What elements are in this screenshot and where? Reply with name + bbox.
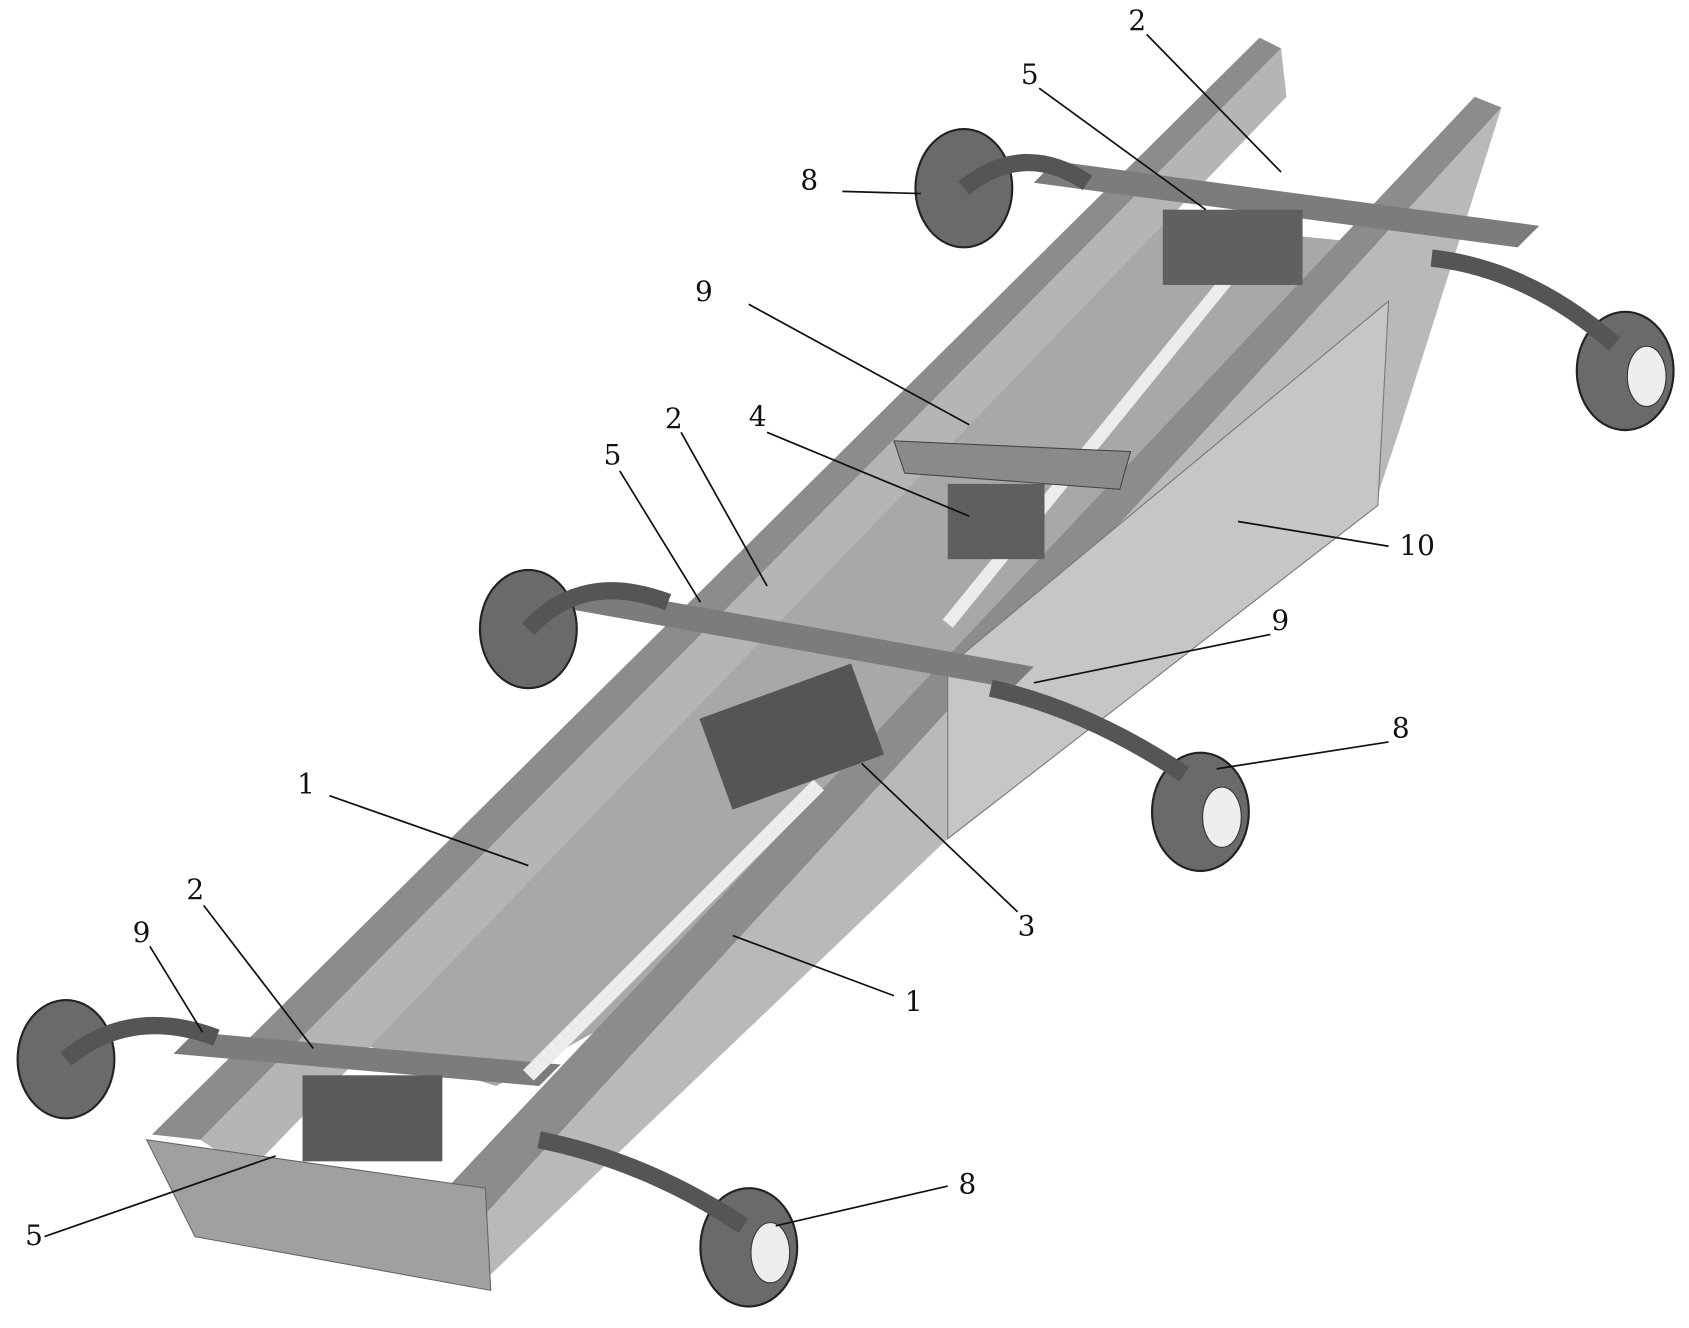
callout-label-2: 2 (186, 873, 204, 906)
callout-label-8: 8 (800, 163, 818, 196)
callout-label-9: 9 (1271, 604, 1289, 637)
callout-label-2: 2 (665, 402, 683, 435)
callout-label-9: 9 (695, 275, 713, 308)
callout-label-1: 1 (297, 768, 315, 801)
leader-line-5 (620, 471, 701, 602)
rear-drive-unit (1163, 210, 1303, 285)
front-drive-unit (303, 1075, 443, 1161)
callout-label-8: 8 (958, 1168, 976, 1201)
callout-label-1: 1 (905, 985, 923, 1018)
callout-label-5: 5 (1021, 58, 1039, 91)
callout-label-4: 4 (749, 400, 767, 433)
leader-line-2 (681, 432, 767, 586)
leader-line-2 (204, 905, 314, 1048)
front-end-box (147, 1140, 491, 1291)
callout-label-5: 5 (604, 439, 622, 472)
callout-label-8: 8 (1392, 712, 1410, 745)
leader-line-8 (776, 1186, 948, 1226)
mid-gear-unit (948, 484, 1045, 559)
callout-label-3: 3 (1018, 910, 1036, 943)
axle-arm-rear-right (1432, 258, 1615, 344)
callout-label-9: 9 (133, 916, 151, 949)
callout-label-10: 10 (1399, 529, 1435, 562)
leader-line-8 (842, 191, 920, 193)
callout-label-2: 2 (1128, 4, 1146, 37)
leader-line-8 (1217, 742, 1389, 769)
callout-label-5: 5 (25, 1219, 43, 1252)
chassis-artwork (18, 38, 1674, 1307)
